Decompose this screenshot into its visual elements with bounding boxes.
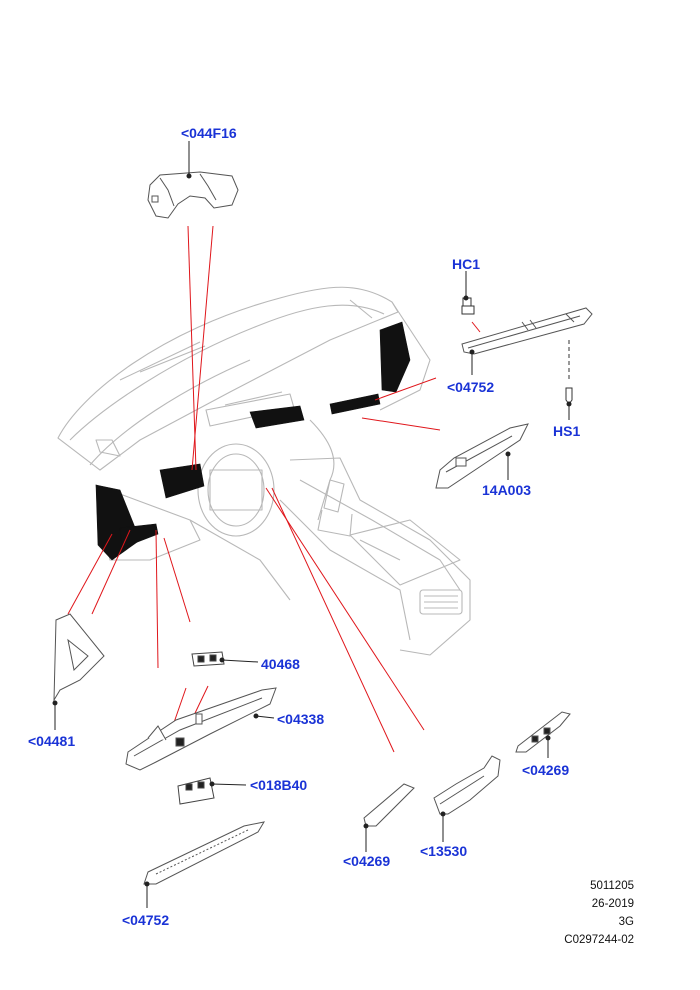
callout-pointers xyxy=(52,141,572,908)
callout-04269-right[interactable]: <04269 xyxy=(522,762,570,778)
footer-drawing-number: 5011205 xyxy=(590,880,634,892)
part-14A003-trim xyxy=(435,423,529,489)
callout-04338[interactable]: <04338 xyxy=(277,711,325,727)
footer-document-id: C0297244-02 xyxy=(564,934,634,946)
highlighted-trim-parts xyxy=(95,321,411,561)
callout-13530[interactable]: <13530 xyxy=(420,843,468,859)
part-04752-upper-trim xyxy=(461,307,593,355)
callout-04269-mid[interactable]: <04269 xyxy=(343,853,391,869)
callout-04481[interactable]: <04481 xyxy=(28,733,76,749)
dashboard-overview xyxy=(57,286,471,656)
part-04481-end-cap xyxy=(53,613,105,702)
part-40468-bracket xyxy=(191,651,225,667)
part-04269-trim-right xyxy=(515,711,571,753)
part-13530-trim xyxy=(433,755,501,815)
callout-044F16[interactable]: <044F16 xyxy=(181,125,237,141)
callout-04752-bottom[interactable]: <04752 xyxy=(122,912,170,928)
part-044F16-shroud xyxy=(147,171,239,219)
callout-HS1[interactable]: HS1 xyxy=(553,423,581,439)
part-HS1-screw xyxy=(565,340,573,405)
callout-HC1[interactable]: HC1 xyxy=(452,256,481,272)
part-HC1-clip xyxy=(461,297,475,315)
part-04752-lower-trim xyxy=(143,821,266,885)
footer-revision: 3G xyxy=(618,916,634,928)
part-04338-lower-panel xyxy=(125,687,277,771)
part-04269-trim-mid xyxy=(363,783,415,827)
callout-018B40[interactable]: <018B40 xyxy=(250,777,308,793)
callout-04752-top[interactable]: <04752 xyxy=(447,379,495,395)
callout-40468[interactable]: 40468 xyxy=(261,656,300,672)
footer-date-code: 26-2019 xyxy=(591,898,634,910)
callout-14A003[interactable]: 14A003 xyxy=(482,482,532,498)
part-018B40-switch xyxy=(177,777,215,805)
